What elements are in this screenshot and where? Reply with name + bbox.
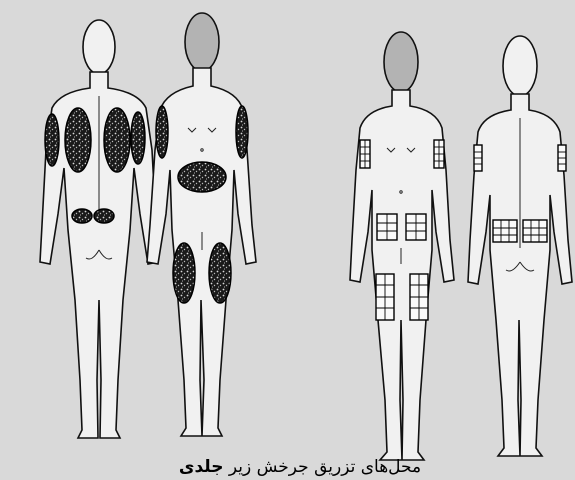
figure-front-speckled <box>147 13 256 436</box>
caption-bold-text: جلدی <box>179 457 224 477</box>
site-thigh-left <box>173 243 195 303</box>
site-abdomen <box>178 162 226 192</box>
site-grid-abdomen-left <box>377 214 397 240</box>
site-buttock-left <box>72 209 92 223</box>
caption-regular-text: محل‌های تزریق جرخش زیر <box>229 457 421 477</box>
site-grid-lower-back-right <box>523 220 547 242</box>
site-grid-abdomen-right <box>406 214 426 240</box>
site-thigh-right <box>209 243 231 303</box>
diagram-caption: محل‌های تزریق جرخش زیر جلدی <box>100 454 500 480</box>
site-grid-upper-arm-left <box>360 140 370 168</box>
site-grid-back-upper-arm-left <box>474 145 482 171</box>
site-front-upper-arm-right <box>236 106 248 158</box>
figure-back-speckled <box>40 20 158 438</box>
figure-front-grid <box>350 32 454 460</box>
site-grid-back-upper-arm-right <box>558 145 566 171</box>
site-grid-lower-back-left <box>493 220 517 242</box>
figure-body-outline <box>147 13 256 436</box>
site-back-upper-arm-left <box>45 114 59 166</box>
figure-body-outline <box>350 32 454 460</box>
site-grid-thigh-right <box>410 274 428 320</box>
site-grid-upper-arm-right <box>434 140 444 168</box>
site-flank-right <box>104 108 130 172</box>
site-buttock-right <box>94 209 114 223</box>
figure-body-outline <box>468 36 572 456</box>
site-front-upper-arm-left <box>156 106 168 158</box>
site-back-upper-arm-right <box>131 112 145 164</box>
site-grid-thigh-left <box>376 274 394 320</box>
figure-body-outline <box>40 20 158 438</box>
figure-back-grid <box>468 36 572 456</box>
site-flank-left <box>65 108 91 172</box>
